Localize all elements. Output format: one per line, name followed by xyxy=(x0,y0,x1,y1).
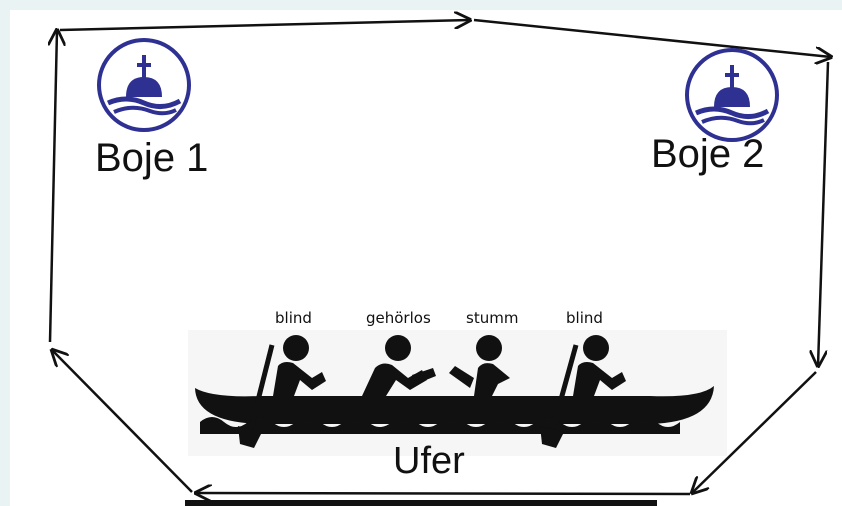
arrow-right-lower xyxy=(692,371,817,493)
paddler-4 xyxy=(540,335,626,448)
paddler-3 xyxy=(449,335,510,396)
buoy-2-label: Boje 2 xyxy=(651,132,765,176)
water-waves xyxy=(200,417,680,434)
course-arrows xyxy=(50,20,831,494)
canoe-icon xyxy=(195,335,714,448)
arrow-bottom xyxy=(196,493,691,494)
arrow-top-right xyxy=(473,18,831,57)
arrow-left-lower xyxy=(52,350,193,493)
canoe-hull xyxy=(195,386,714,424)
paddler-3-role: stumm xyxy=(466,309,519,327)
paddler-2 xyxy=(362,335,436,396)
paddler-2-role: gehörlos xyxy=(366,309,431,327)
buoy-1-label: Boje 1 xyxy=(95,136,209,180)
paddler-4-role: blind xyxy=(566,309,603,327)
paddler-1-role: blind xyxy=(275,309,312,327)
shore-label: Ufer xyxy=(393,440,465,482)
arrow-top-left xyxy=(59,20,470,32)
arrow-right-vertical xyxy=(818,61,830,366)
shore-line xyxy=(185,500,657,506)
buoy-icon xyxy=(685,48,779,142)
buoy-icon xyxy=(97,38,191,132)
arrow-left-vertical xyxy=(50,30,57,343)
paddler-1 xyxy=(238,335,326,448)
